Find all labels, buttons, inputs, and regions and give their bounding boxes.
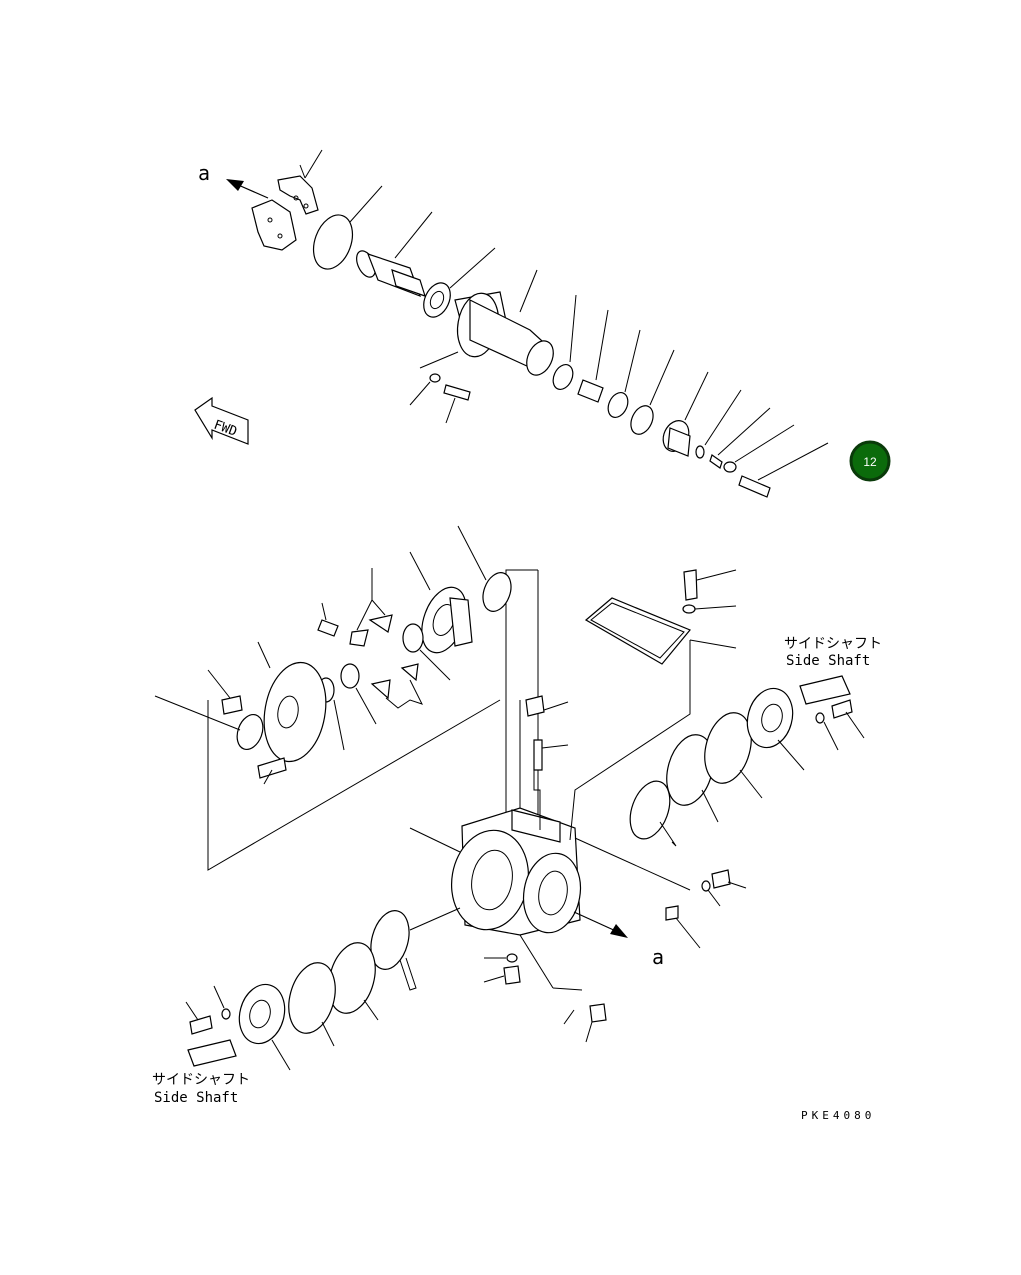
bottom-plug-washer [506,953,518,963]
cage-bolt [443,384,471,401]
spacer [577,379,604,403]
bottom-drain-plug [503,965,521,985]
drain-plug-right [711,869,731,889]
coupling-bolt [738,475,771,498]
retainer [709,454,723,469]
view-arrowhead-bottom [610,924,628,938]
diff-bearing-2 [236,713,264,751]
shim-plates [251,149,323,251]
left-side-hub [238,983,291,1071]
lock-bolt [257,757,287,779]
right-bolt [831,699,853,719]
fwd-indicator: FWD [194,396,249,445]
right-side-hub [746,687,805,771]
bearing-cage [454,269,554,376]
spider-gear-4 [370,679,391,700]
right-seal [704,712,752,784]
level-plug [665,905,679,921]
svg-text:Side Shaft: Side Shaft [154,1090,238,1106]
view-label-a-top: a [198,161,210,185]
view-arrow-top [235,183,269,199]
catalog-badge: 12 [849,440,891,482]
left-side-shaft [187,1039,237,1067]
breather-elbow [525,695,545,717]
diff-bearing [482,572,512,612]
left-shim [370,910,410,970]
seal [630,405,654,435]
side-shaft-label-left: サイドシャフト Side Shaft [152,1072,250,1106]
svg-text:サイドシャフト: サイドシャフト [784,636,882,652]
left-bolt [189,1015,213,1035]
spider-gear-2 [349,629,369,647]
o-ring [312,214,354,270]
view-label-a-bottom: a [652,945,664,969]
right-shim [629,780,671,840]
ring-gear [257,641,327,763]
view-arrow-bottom [573,911,619,933]
cover-plate [569,569,737,841]
bearing-3 [607,392,629,418]
svg-text:サイドシャフト: サイドシャフト [152,1072,250,1088]
axle-housing [409,807,691,991]
side-gear [402,623,424,653]
breather-tube [533,739,543,771]
left-washer [221,1008,231,1020]
spider-gear-3 [400,663,419,682]
side-shaft-label-right: サイドシャフト Side Shaft [784,636,882,669]
svg-text:Side Shaft: Side Shaft [786,653,870,669]
pinion-bearing [423,247,496,318]
view-arrowhead-top [226,179,244,191]
coupling [662,371,709,457]
plug-washer-right [701,880,711,892]
pinion-shaft [356,211,433,298]
spider-gear-1 [368,614,393,633]
cross-pin [317,619,339,637]
badge-number: 12 [863,455,877,469]
differential-group [154,525,539,871]
cover-bolt [683,569,698,601]
drawing-code: PKE4080 [801,1109,875,1122]
badge-circle [849,440,891,482]
upper-assembly: a [194,149,829,498]
washer [723,461,737,473]
o-ring-small [695,445,705,459]
ring-gear-bolt [221,695,243,715]
right-side-shaft [799,675,851,705]
bearing-2 [552,364,574,390]
left-seal [288,962,336,1034]
diff-case [409,551,473,654]
cover-washer [682,604,696,614]
washer-small [429,373,441,383]
right-washer [815,712,825,724]
thrust-washer [340,663,360,689]
bottom-plug-right [589,1003,607,1023]
